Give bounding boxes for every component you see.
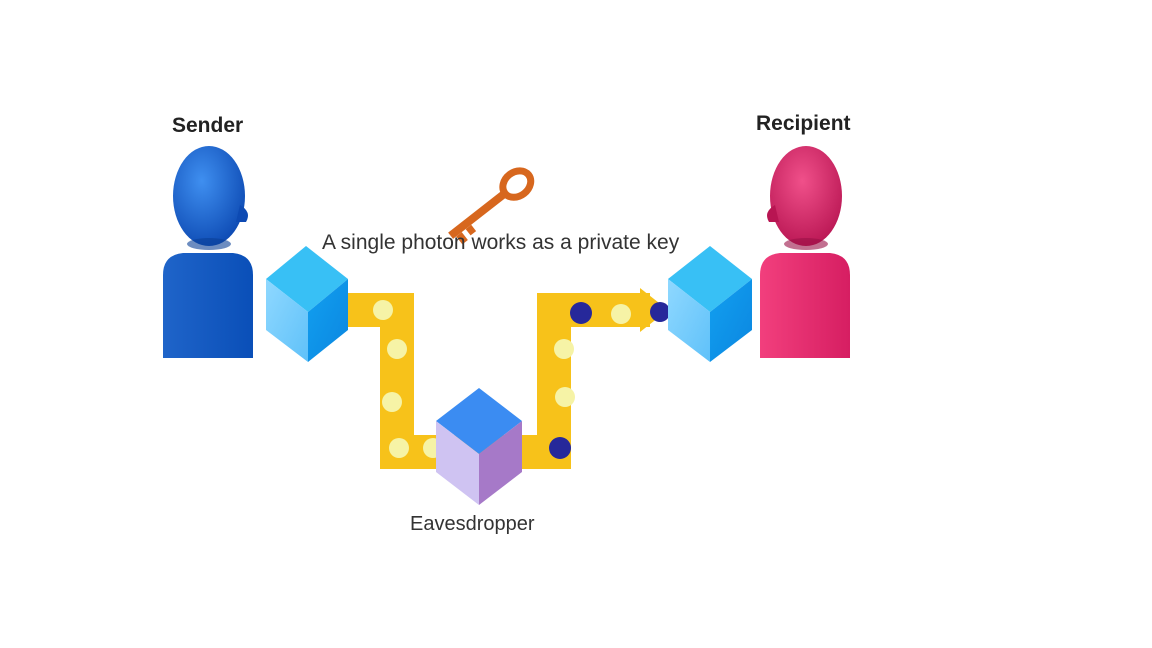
sender-figure (163, 146, 253, 358)
recipient-figure (760, 146, 850, 358)
photon-light (373, 300, 393, 320)
sender-cube-icon (266, 246, 348, 362)
photon-light (387, 339, 407, 359)
photon-light (555, 387, 575, 407)
photon-dark (650, 302, 670, 322)
eavesdropper-label: Eavesdropper (410, 513, 535, 535)
recipient-cube-icon (668, 246, 752, 362)
photon-light (554, 339, 574, 359)
photon-light (611, 304, 631, 324)
photon-light (389, 438, 409, 458)
caption-label: A single photon works as a private key (322, 231, 680, 254)
eavesdropper-cube-icon (436, 388, 522, 505)
photon-dark (549, 437, 571, 459)
recipient-label: Recipient (756, 112, 851, 135)
photon-dark (570, 302, 592, 324)
sender-label: Sender (172, 114, 244, 137)
key-icon (448, 167, 535, 245)
photon-light (382, 392, 402, 412)
